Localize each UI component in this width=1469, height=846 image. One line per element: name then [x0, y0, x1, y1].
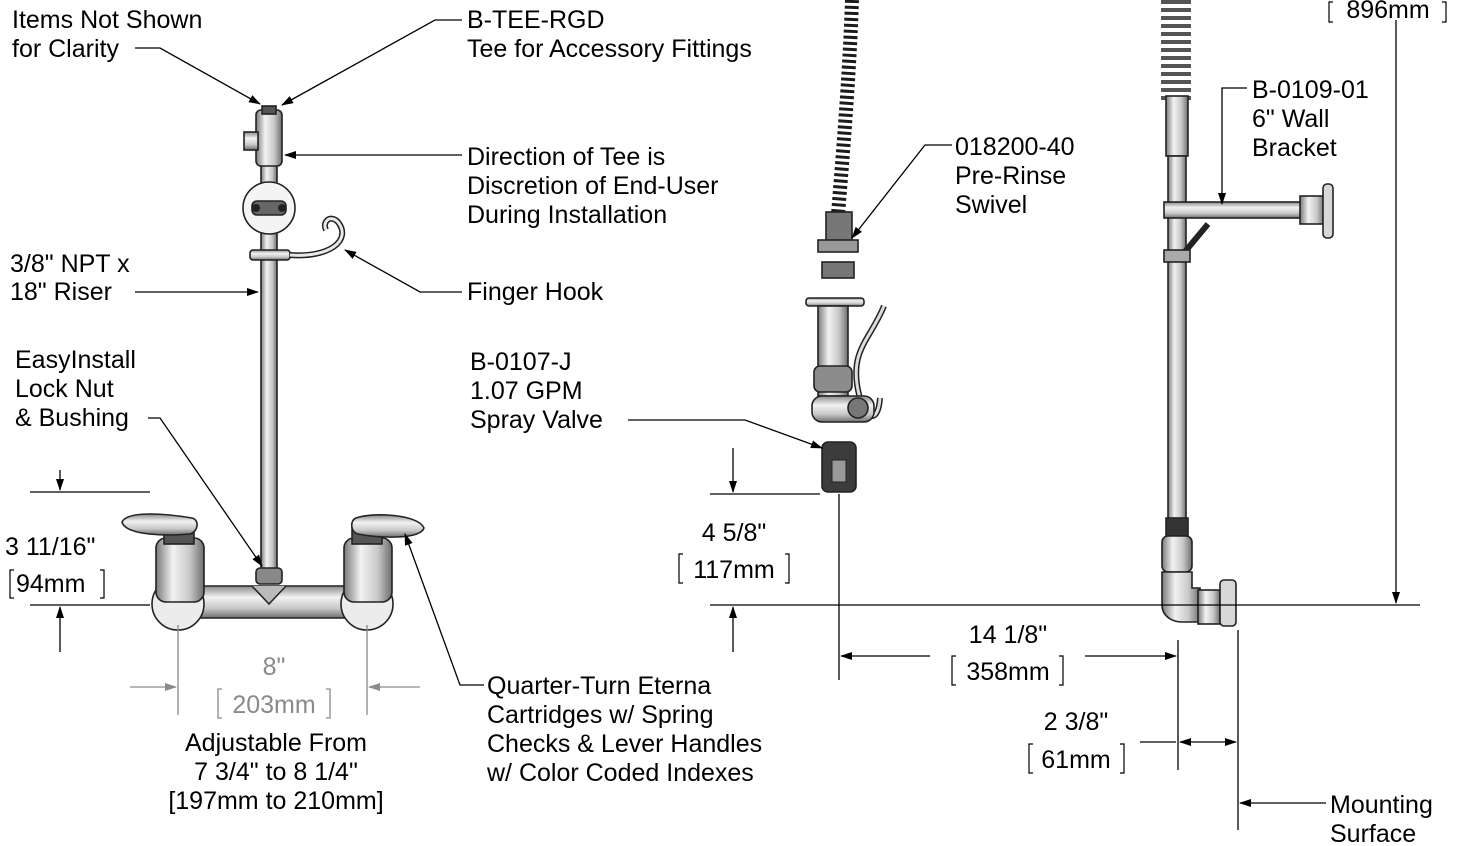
side-bracket-flange	[1322, 183, 1334, 239]
wall-bracket-part-number: B-0109-01	[1252, 76, 1369, 104]
callout-riser: 3/8" NPT x 18" Riser	[10, 250, 130, 306]
callout-tee-direction: Direction of Tee is Discretion of End-Us…	[467, 143, 718, 229]
tee-direction-line1: Direction of Tee is	[467, 143, 665, 171]
adjustable-line1: Adjustable From	[185, 729, 367, 757]
callout-spray-valve: B-0107-J 1.07 GPM Spray Valve	[470, 348, 603, 434]
swivel-part-number: 018200-40	[955, 133, 1075, 161]
lock-nut-line2: Lock Nut	[15, 375, 114, 403]
items-not-shown-line2: for Clarity	[12, 35, 119, 63]
spray-valve-part-number: B-0107-J	[470, 348, 571, 376]
cartridges-line2: Cartridges w/ Spring	[487, 701, 713, 729]
wall-offset-imperial: 2 3/8"	[1044, 708, 1108, 736]
mounting-surface-line1: Mounting	[1330, 791, 1433, 819]
lock-nut-line3: & Bushing	[15, 404, 129, 432]
spray-height-metric: 117mm	[693, 556, 775, 584]
callout-swivel: 018200-40 Pre-Rinse Swivel	[955, 133, 1075, 219]
wall-bracket-line3: Bracket	[1252, 134, 1337, 162]
callout-mounting-surface: Mounting Surface	[1330, 791, 1433, 846]
adjustable-range: Adjustable From 7 3/4" to 8 1/4" [197mm …	[168, 729, 383, 815]
side-view-assembly	[1161, 0, 1334, 627]
left-valve-body	[155, 537, 205, 603]
swivel-line2: Pre-Rinse	[955, 162, 1066, 190]
tee-side-port	[243, 131, 259, 151]
callout-cartridges: Quarter-Turn Eterna Cartridges w/ Spring…	[486, 672, 762, 787]
left-lever-handle	[121, 513, 198, 536]
riser-line2: 18" Riser	[10, 278, 112, 306]
dim-centers: 8" 203mm	[232, 653, 315, 719]
spray-valve-flow: 1.07 GPM	[470, 377, 583, 405]
right-lever-handle	[350, 514, 425, 538]
inlet-height-imperial: 3 11/16"	[5, 533, 95, 561]
cartridges-line3: Checks & Lever Handles	[487, 730, 762, 758]
dim-inlet-height: 3 11/16" 94mm	[5, 533, 95, 598]
cartridges-line1: Quarter-Turn Eterna	[487, 672, 711, 700]
mounting-surface-line2: Surface	[1330, 820, 1416, 846]
riser-line1: 3/8" NPT x	[10, 250, 130, 278]
swivel-line3: Swivel	[955, 191, 1027, 219]
side-bracket-arm	[1163, 201, 1309, 219]
callout-lock-nut: EasyInstall Lock Nut & Bushing	[15, 346, 136, 432]
adjustable-line2: 7 3/4" to 8 1/4"	[194, 758, 358, 786]
right-valve-body	[343, 537, 393, 603]
reach-metric: 358mm	[966, 658, 1049, 686]
side-wall-flange	[1219, 579, 1237, 627]
pre-rinse-hose	[831, 0, 859, 215]
reach-imperial: 14 1/8"	[969, 621, 1047, 649]
finger-hook	[289, 215, 346, 259]
items-not-shown-line1: Items Not Shown	[12, 6, 202, 34]
spray-valve-label: Spray Valve	[470, 406, 603, 434]
callout-tee-part: B-TEE-RGD Tee for Accessory Fittings	[467, 6, 752, 63]
lock-nut-line1: EasyInstall	[15, 346, 136, 374]
spray-valve-assembly	[805, 0, 887, 493]
metric-brackets	[9, 1, 1447, 774]
dim-spray-height: 4 5/8" 117mm	[693, 519, 775, 584]
overall-height-metric: 896mm	[1346, 0, 1429, 24]
finger-hook-label: Finger Hook	[467, 278, 604, 306]
wall-bracket-line2: 6" Wall	[1252, 105, 1329, 133]
tee-fitting	[255, 109, 283, 167]
lock-nut	[255, 567, 283, 585]
swivel-upper	[825, 211, 853, 243]
tee-part-description: Tee for Accessory Fittings	[467, 35, 752, 63]
cartridges-line4: w/ Color Coded Indexes	[486, 759, 754, 787]
callout-finger-hook: Finger Hook	[467, 278, 604, 306]
side-elbow	[1161, 571, 1201, 623]
tee-direction-line2: Discretion of End-User	[467, 172, 718, 200]
dim-reach: 14 1/8" 358mm	[966, 621, 1049, 686]
left-faucet-assembly	[121, 105, 425, 631]
dimension-lines	[30, 20, 1420, 830]
hook-clamp	[249, 249, 291, 261]
wall-offset-metric: 61mm	[1041, 746, 1110, 774]
inlet-height-metric: 94mm	[16, 570, 85, 598]
dim-wall-offset: 2 3/8" 61mm	[1041, 708, 1110, 774]
callout-wall-bracket: B-0109-01 6" Wall Bracket	[1252, 76, 1369, 162]
adjustable-line3: [197mm to 210mm]	[168, 787, 383, 815]
tee-direction-line3: During Installation	[467, 201, 667, 229]
centers-metric: 203mm	[232, 691, 315, 719]
tee-cap	[261, 105, 277, 115]
dim-overall-height: 896mm	[1346, 0, 1429, 24]
centers-imperial: 8"	[263, 653, 286, 681]
leader-lines	[135, 19, 1326, 807]
callout-items-not-shown: Items Not Shown for Clarity	[12, 6, 202, 63]
tee-part-number: B-TEE-RGD	[467, 6, 605, 34]
spray-height-imperial: 4 5/8"	[702, 519, 766, 547]
